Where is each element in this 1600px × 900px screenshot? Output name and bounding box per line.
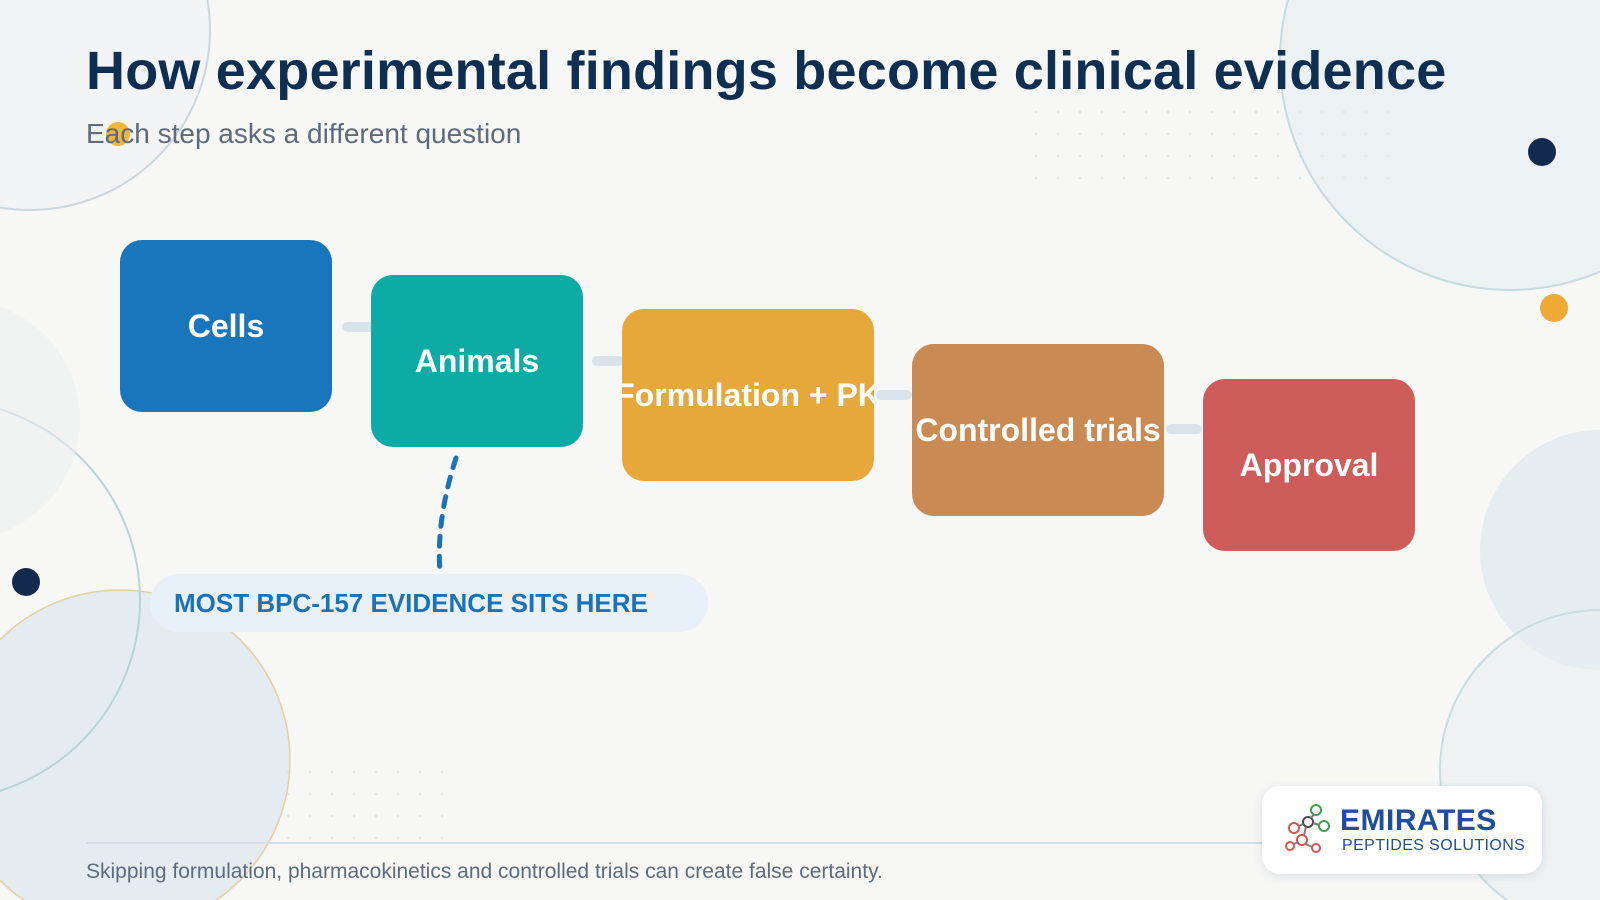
page-subtitle: Each step asks a different question bbox=[86, 118, 522, 149]
connector-formulation-trials bbox=[876, 390, 912, 400]
step-animals: Animals bbox=[371, 275, 583, 447]
evidence-callout: MOST BPC-157 EVIDENCE SITS HERE bbox=[150, 574, 708, 632]
page-title: How experimental findings become clinica… bbox=[86, 41, 1447, 101]
logo-name: EMIRATES bbox=[1340, 804, 1497, 837]
step-label: Cells bbox=[187, 307, 265, 344]
step-formulation-pk: Formulation + PK bbox=[622, 309, 874, 481]
step-label: Animals bbox=[414, 342, 540, 379]
step-label: Formulation + PK bbox=[622, 376, 874, 413]
logo-tagline: PEPTIDES SOLUTIONS bbox=[1342, 837, 1526, 854]
step-cells: Cells bbox=[120, 240, 332, 412]
step-label: Controlled trials bbox=[915, 411, 1161, 448]
connector-animals-formulation bbox=[592, 356, 624, 366]
step-approval: Approval bbox=[1203, 379, 1415, 551]
footer-divider bbox=[86, 842, 1266, 844]
step-label: Approval bbox=[1239, 446, 1379, 483]
connector-cells-animals bbox=[342, 322, 374, 332]
molecule-icon bbox=[1285, 804, 1330, 853]
footnote: Skipping formulation, pharmacokinetics a… bbox=[86, 860, 883, 883]
step-controlled-trials: Controlled trials bbox=[912, 344, 1164, 516]
company-logo: EMIRATES PEPTIDES SOLUTIONS bbox=[1262, 786, 1542, 874]
connector-trials-approval bbox=[1166, 424, 1202, 434]
